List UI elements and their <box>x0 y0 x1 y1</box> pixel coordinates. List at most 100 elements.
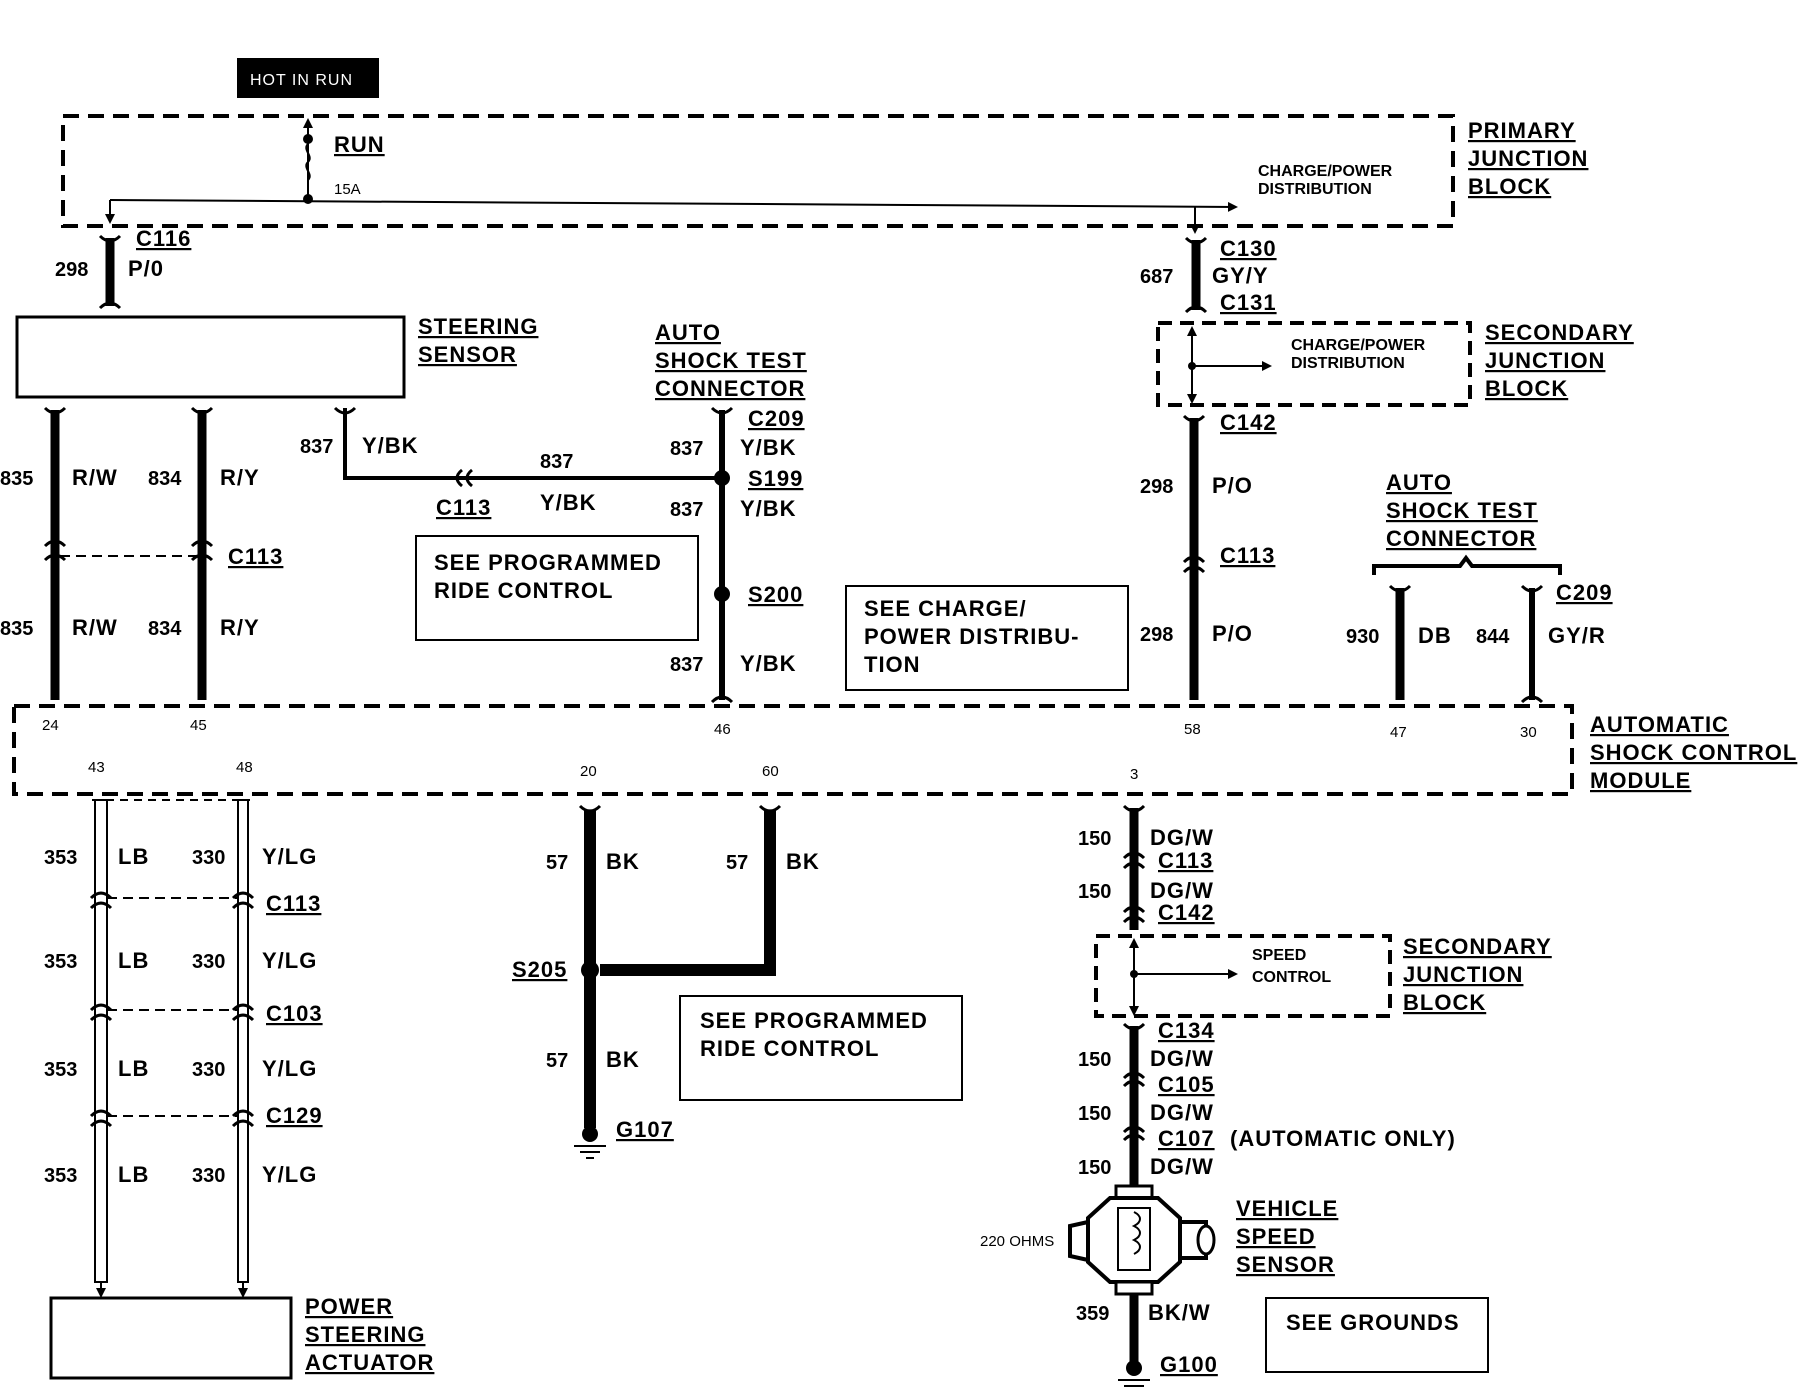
wire-num-353-b: 353 <box>44 951 77 973</box>
wire-color-ylg-b: Y/LG <box>262 948 317 973</box>
sensor-pin-837 <box>333 406 357 415</box>
wire-num-150-d: 150 <box>1078 1103 1111 1125</box>
fuse-terminal-bottom <box>303 194 313 204</box>
wire-color-bk-c: BK <box>606 1047 640 1072</box>
wire-color-ry-b: R/Y <box>220 615 260 640</box>
wire-num-330-d: 330 <box>192 1165 225 1187</box>
g107-label: G107 <box>616 1117 674 1142</box>
wire-color-gyy: GY/Y <box>1212 263 1269 288</box>
wire-num-150-c: 150 <box>1078 1049 1111 1071</box>
pin-48: 48 <box>236 759 253 776</box>
steering-sensor-label-1: STEERING <box>418 314 538 339</box>
auto-shock-test-right-3: CONNECTOR <box>1386 526 1536 551</box>
pin-45: 45 <box>190 717 207 734</box>
wire-color-ybk-c: Y/BK <box>740 435 797 460</box>
wire-num-837-b: 837 <box>540 451 573 473</box>
wire-color-ylg-c: Y/LG <box>262 1056 317 1081</box>
c113-label-left: C113 <box>228 544 283 569</box>
wire-num-844: 844 <box>1476 626 1510 648</box>
c103-label: C103 <box>266 1001 323 1026</box>
power-steering-label-2: STEERING <box>305 1322 425 1347</box>
wire-color-rw-a: R/W <box>72 465 118 490</box>
auto-shock-test-right-2: SHOCK TEST <box>1386 498 1538 523</box>
power-bus-wire <box>109 199 1238 212</box>
c113-connector-837 <box>455 468 473 488</box>
c209-label-right: C209 <box>1556 580 1613 605</box>
wire-num-837-c: 837 <box>670 438 703 460</box>
wire-num-837-d: 837 <box>670 499 703 521</box>
sjb1-junction-dot <box>1188 362 1196 370</box>
sensor-pin-marks <box>43 406 214 415</box>
wire-num-687: 687 <box>1140 266 1173 288</box>
wire-num-150-e: 150 <box>1078 1157 1111 1179</box>
pin-3: 3 <box>1130 766 1138 783</box>
c116-connector <box>98 234 122 310</box>
s200-splice <box>714 586 730 602</box>
vss-label-2: SPEED <box>1236 1224 1316 1249</box>
wire-color-gyr: GY/R <box>1548 623 1606 648</box>
wire-color-bk-a: BK <box>606 849 640 874</box>
wire-353 <box>94 799 108 1283</box>
wire-color-dgw-c: DG/W <box>1150 1046 1214 1071</box>
g100-label: G100 <box>1160 1352 1218 1377</box>
vss-label-1: VEHICLE <box>1236 1196 1338 1221</box>
vss-label-3: SENSOR <box>1236 1252 1335 1277</box>
wire-330 <box>237 799 249 1283</box>
wire-num-930: 930 <box>1346 626 1379 648</box>
secondary-jb-1-label-2: JUNCTION <box>1485 348 1605 373</box>
note-programmed-ride-1 <box>415 535 699 641</box>
c116-label: C116 <box>136 226 191 251</box>
wire-num-298-a: 298 <box>55 259 88 281</box>
c113-c142-lower-marks <box>1122 804 1146 924</box>
s205-label: S205 <box>512 957 567 982</box>
c209-pin-marks <box>710 406 734 704</box>
wire-num-834-a: 834 <box>148 468 182 490</box>
c113-connector-left <box>43 539 214 562</box>
note-charge-power-line2: POWER DISTRIBU- <box>864 624 1079 649</box>
wire-color-lb-a: LB <box>118 844 149 869</box>
secondary-jb-2-outline <box>1094 934 1392 1018</box>
wire-color-ybk-d: Y/BK <box>740 496 797 521</box>
auto-shock-test-label-2: SHOCK TEST <box>655 348 807 373</box>
secondary-jb-2-label-1: SECONDARY <box>1403 934 1552 959</box>
auto-shock-test-brace <box>1372 554 1562 575</box>
c130-label: C130 <box>1220 236 1277 261</box>
hot-in-run-label: HOT IN RUN <box>250 72 353 89</box>
secondary-jb-2-label-2: JUNCTION <box>1403 962 1523 987</box>
auto-shock-test-right-1: AUTO <box>1386 470 1452 495</box>
hot-in-run-box <box>237 58 379 98</box>
s199-splice <box>714 470 730 486</box>
wire-color-ybk-a: Y/BK <box>362 433 419 458</box>
c142-label-upper: C142 <box>1220 410 1277 435</box>
primary-jb-label-1: PRIMARY <box>1468 118 1576 143</box>
note-charge-power <box>845 585 1129 691</box>
wire-color-db: DB <box>1418 623 1452 648</box>
wire-color-ylg-a: Y/LG <box>262 844 317 869</box>
pin-30: 30 <box>1520 724 1537 741</box>
g107-eyelet <box>582 1126 598 1142</box>
note-grounds-text: SEE GROUNDS <box>1286 1310 1460 1335</box>
primary-jb-inner-2: DISTRIBUTION <box>1258 181 1372 198</box>
wire-num-57-c: 57 <box>546 1050 568 1072</box>
secondary-jb-1-label-3: BLOCK <box>1485 376 1568 401</box>
power-steering-label-1: POWER <box>305 1294 393 1319</box>
wire-num-330-a: 330 <box>192 847 225 869</box>
pin-60: 60 <box>762 763 779 780</box>
wire-color-bkw: BK/W <box>1148 1300 1211 1325</box>
note-prog-ride-1-line1: SEE PROGRAMMED <box>434 550 662 575</box>
g100-eyelet <box>1126 1360 1142 1376</box>
c113-label-lower: C113 <box>1158 848 1213 873</box>
pin-20: 20 <box>580 763 597 780</box>
fuse-rating: 15A <box>334 181 361 198</box>
primary-junction-block-outline <box>61 114 1455 228</box>
fuse-symbol <box>305 143 311 181</box>
wire-num-353-d: 353 <box>44 1165 77 1187</box>
wire-color-lb-b: LB <box>118 948 149 973</box>
secondary-jb-2-inner-1: SPEED <box>1252 947 1306 964</box>
fuse-name: RUN <box>334 132 385 157</box>
secondary-jb-1-label-1: SECONDARY <box>1485 320 1634 345</box>
primary-jb-inner-1: CHARGE/POWER <box>1258 163 1393 180</box>
wire-num-835-a: 835 <box>0 468 33 490</box>
c113-label-right: C113 <box>1220 543 1275 568</box>
